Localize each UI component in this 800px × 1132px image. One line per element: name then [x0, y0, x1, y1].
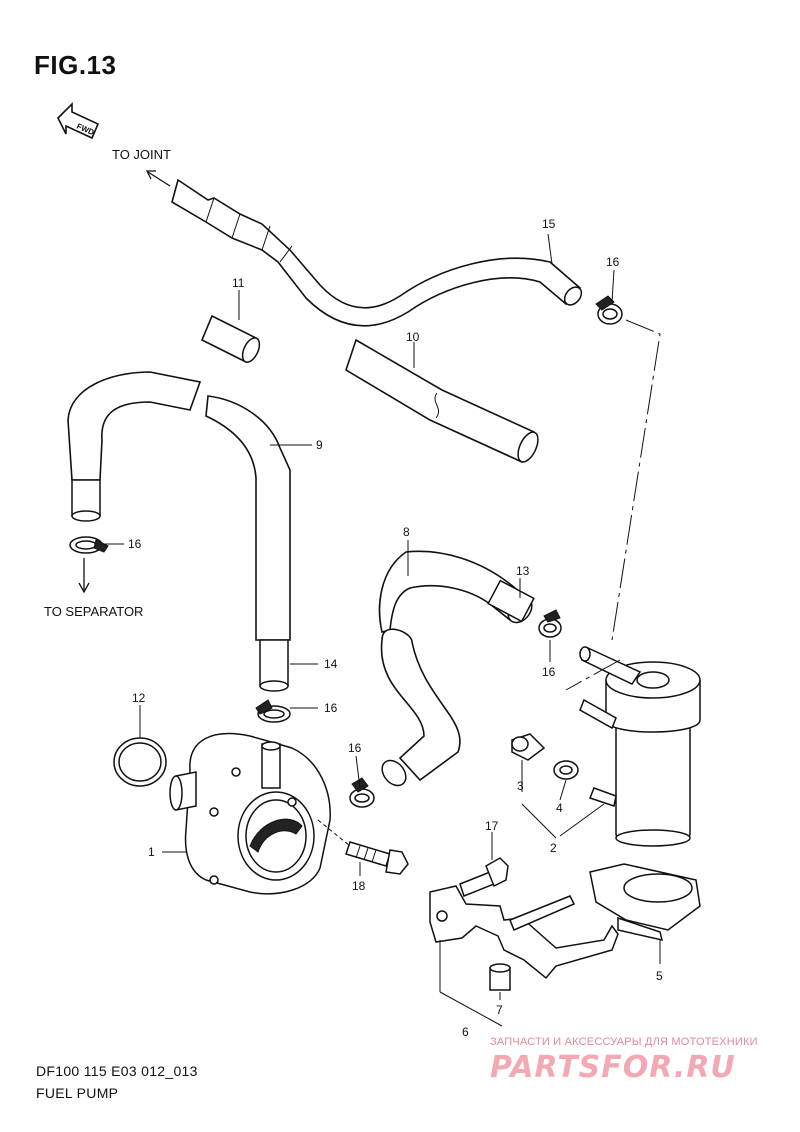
callout-11: 11: [232, 276, 245, 290]
clamp-16-left: [69, 536, 109, 554]
callout-14: 14: [324, 657, 338, 671]
callout-15: 15: [542, 217, 556, 231]
callout-16-mid: 16: [542, 665, 556, 679]
fuel-filter: [579, 646, 701, 847]
callout-9: 9: [316, 438, 323, 452]
bracket-6: [429, 885, 619, 980]
callout-6: 6: [462, 1025, 469, 1039]
hose-10: [345, 338, 539, 464]
watermark-tagline: ЗАПЧАСТИ И АКСЕССУАРЫ ДЛЯ МОТОТЕХНИКИ: [490, 1036, 758, 1048]
fuel-pump-1: [169, 732, 331, 895]
bolt-17: [459, 857, 509, 897]
callout-16-lower: 16: [348, 741, 362, 755]
callout-16-pump: 16: [324, 701, 338, 715]
clamp-16-mid: [538, 609, 562, 638]
callout-18: 18: [352, 879, 366, 893]
callout-17: 17: [485, 819, 499, 833]
callout-7: 7: [496, 1003, 503, 1017]
callout-5: 5: [656, 969, 663, 983]
clamp-16-upper: [595, 295, 623, 325]
callout-leaders: [100, 233, 661, 1027]
callout-1: 1: [148, 845, 155, 859]
callout-8: 8: [403, 525, 410, 539]
clamp-4: [553, 760, 579, 780]
callout-3: 3: [517, 779, 524, 793]
to-joint-arrow-icon: [145, 170, 171, 187]
hose-11: [200, 314, 261, 364]
figure-title: FIG.13: [34, 50, 117, 80]
callout-16-left: 16: [128, 537, 142, 551]
collar-7: [489, 963, 511, 991]
hose-9: [67, 371, 291, 692]
plug-3: [511, 733, 546, 761]
clamp-16-pump: [255, 699, 291, 723]
fwd-arrow-icon: FWD: [57, 102, 100, 140]
callout-13: 13: [516, 564, 530, 578]
clamp-16-lower: [349, 777, 375, 808]
gasket-12: [113, 737, 167, 787]
figure-name: FUEL PUMP: [36, 1085, 119, 1101]
callout-10: 10: [406, 330, 420, 344]
bracket-5: [589, 863, 701, 942]
hose-8: [378, 550, 535, 787]
to-separator-label: TO SEPARATOR: [44, 604, 143, 619]
to-separator-arrow-icon: [78, 558, 90, 594]
model-code: DF100 115 E03 012_013: [36, 1063, 198, 1079]
bolt-18: [345, 841, 409, 875]
callout-12: 12: [132, 691, 146, 705]
callout-16-upper: 16: [606, 255, 620, 269]
callout-2: 2: [550, 841, 557, 855]
to-joint-label: TO JOINT: [112, 147, 171, 162]
callout-numbers: 1 2 3 4 5 6 7 8 9 10 11 12 13 14 15 16 1…: [128, 217, 663, 1039]
watermark: ЗАПЧАСТИ И АКСЕССУАРЫ ДЛЯ МОТОТЕХНИКИ PA…: [490, 1036, 790, 1085]
hose-15: [171, 178, 583, 327]
watermark-brand: PARTSFOR.RU: [490, 1050, 736, 1085]
callout-4: 4: [556, 801, 563, 815]
